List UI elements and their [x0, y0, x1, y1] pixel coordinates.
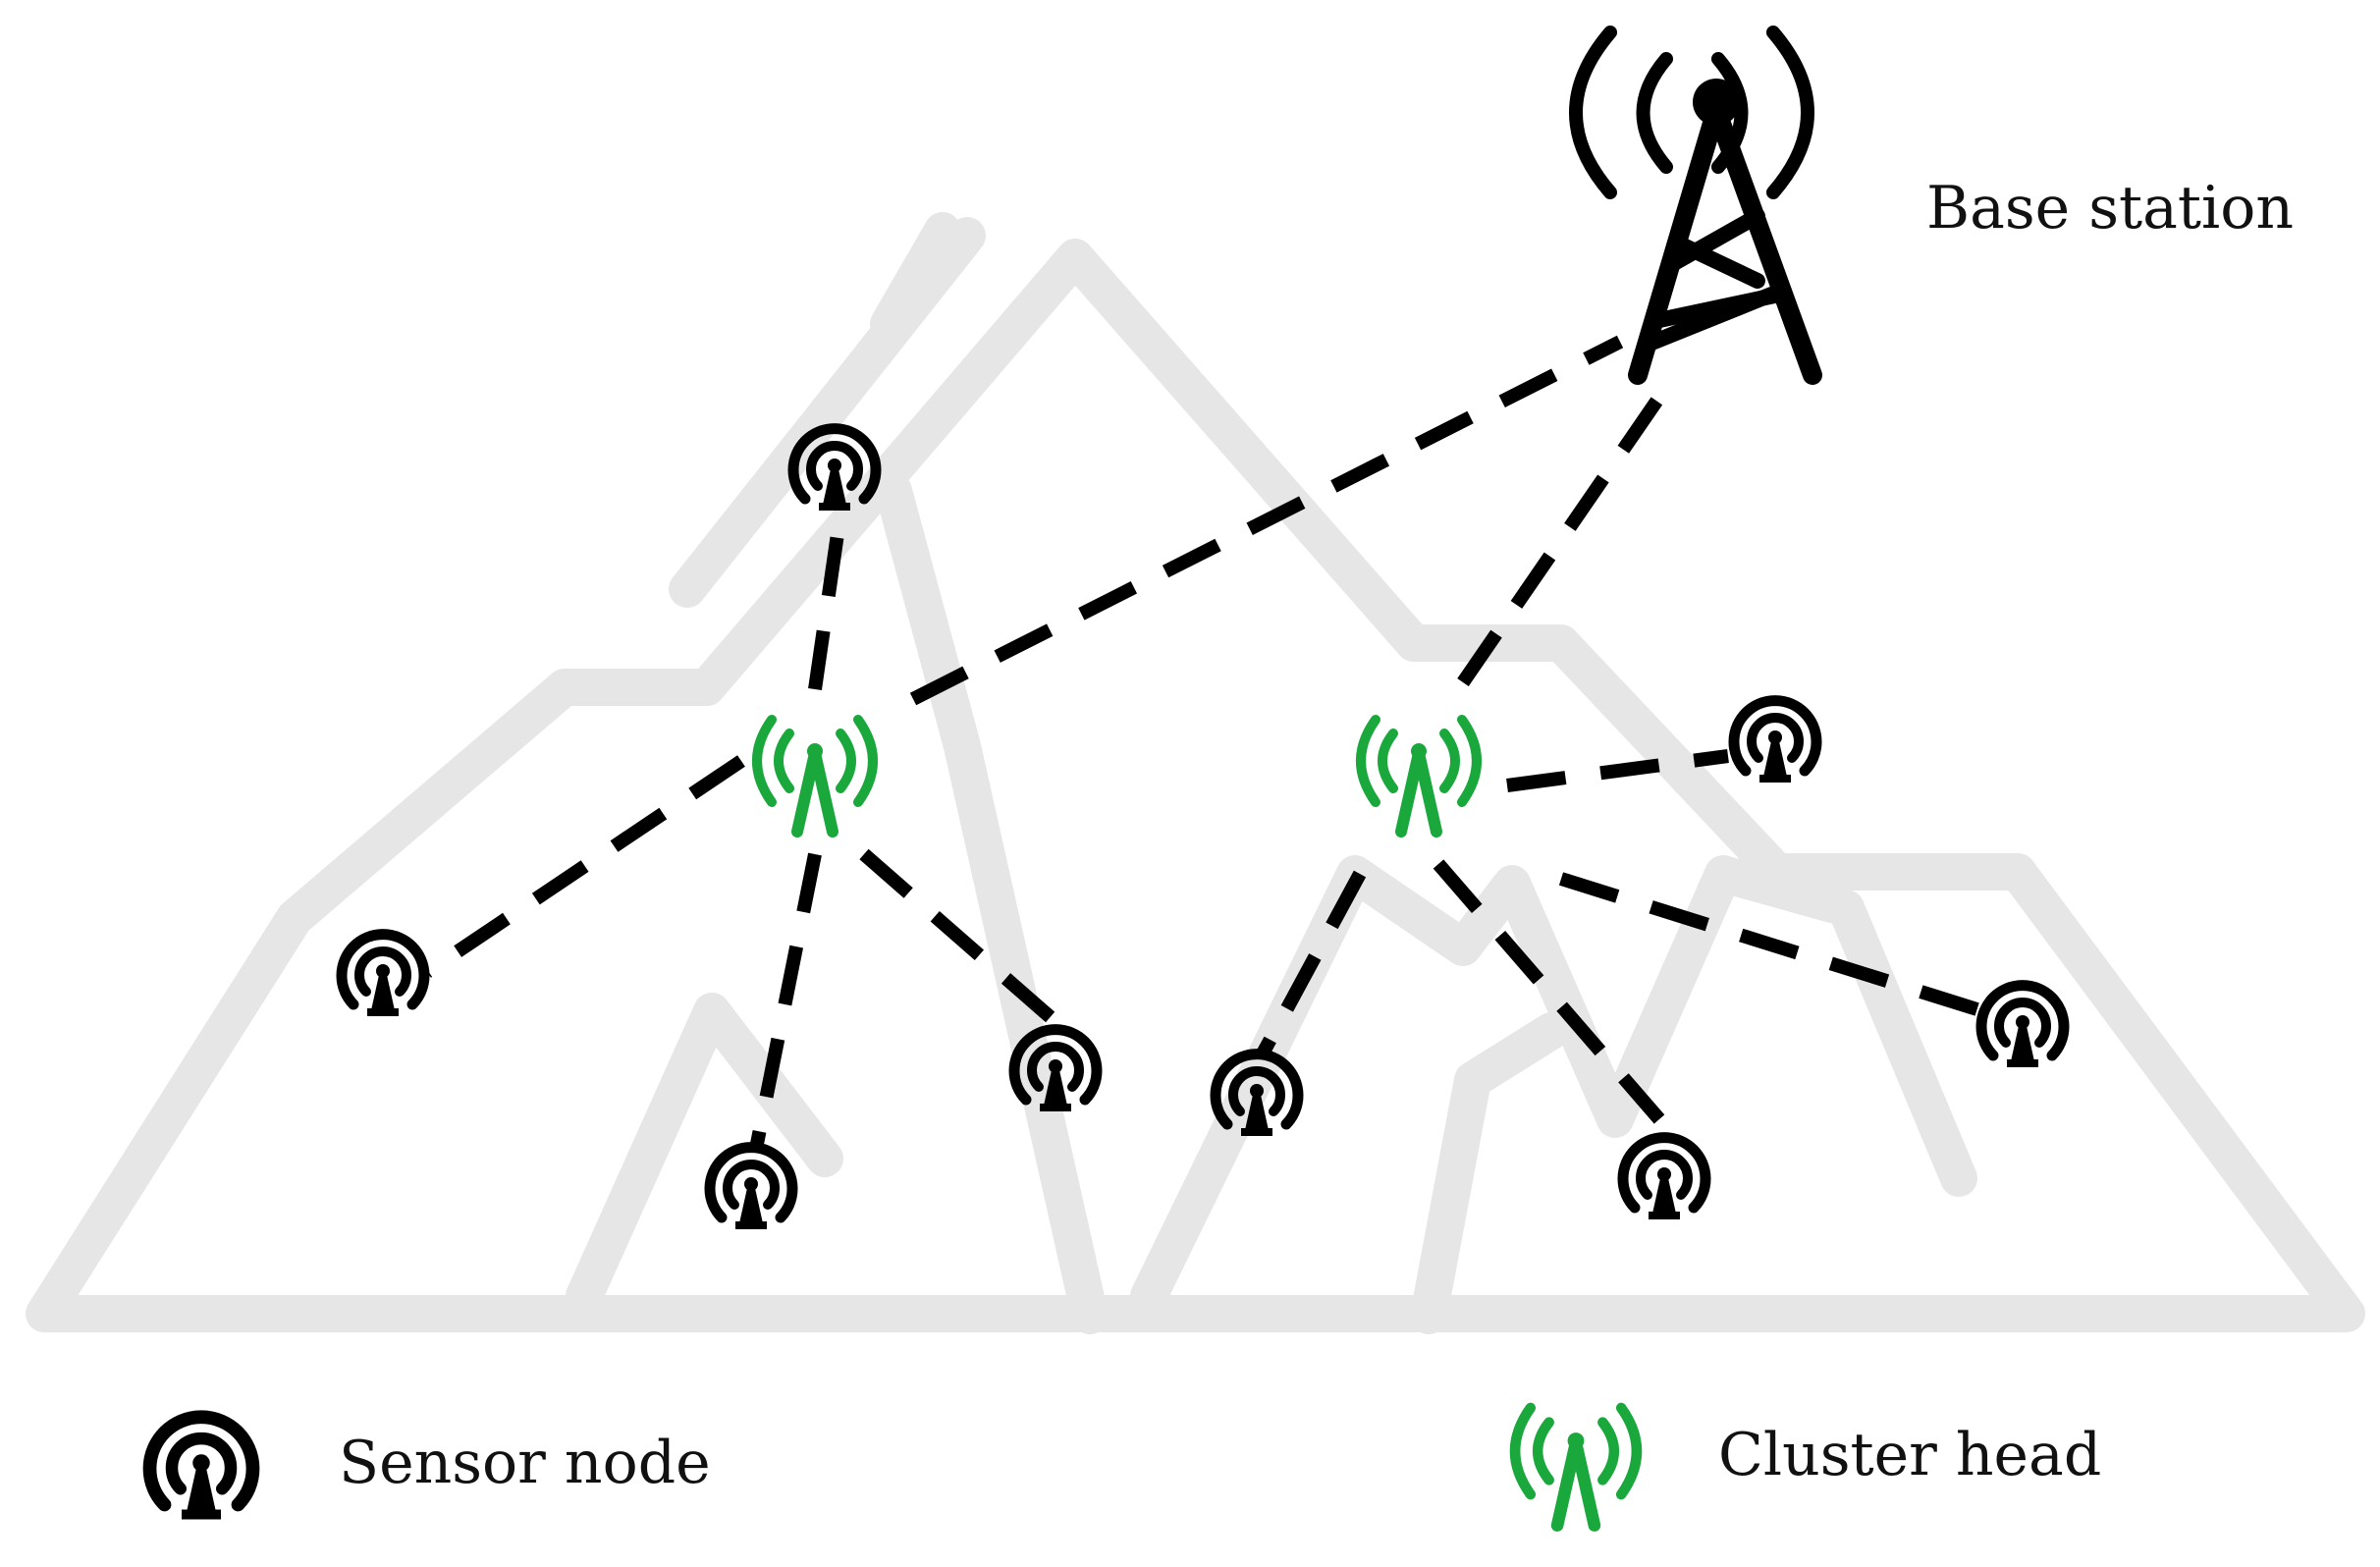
link-ch1-sn1 [808, 518, 846, 691]
link-ch1-base [909, 335, 1624, 706]
link-ch2-sn3 [1255, 870, 1367, 1059]
sensor-node-icon [793, 429, 876, 511]
link-ch1-sn3 [749, 852, 822, 1151]
communication-links [423, 335, 1986, 1151]
sensor-node-icon [1623, 1138, 1705, 1219]
legend-cluster-head-label: Cluster head [1718, 1421, 2101, 1489]
cluster-head-icon [1361, 720, 1477, 832]
link-ch1-sn2 [423, 755, 745, 978]
mountain-background [26, 212, 2365, 1334]
sensor-node-icon [1981, 986, 2064, 1067]
link-ch2-sn1 [1506, 749, 1729, 792]
base-station-label: Base station [1926, 174, 2294, 243]
legend-sensor-node-label: Sensor node [339, 1429, 711, 1497]
cluster-head-icon [1515, 1408, 1637, 1526]
sensor-node-icon [150, 1417, 253, 1519]
link-ch2-base [1457, 379, 1675, 686]
antenna-tower-icon [1569, 26, 1822, 385]
link-ch2-sn2 [1558, 872, 1986, 1018]
link-ch2-sn4 [1433, 859, 1665, 1124]
sensor-node-icon [1734, 701, 1816, 783]
legend: Sensor node Cluster head [150, 1408, 2101, 1526]
sensor-node-icon [710, 1148, 792, 1229]
sensor-node-icon [342, 935, 424, 1016]
link-ch1-sn4 [859, 848, 1065, 1032]
cluster-head-icon [757, 720, 873, 832]
